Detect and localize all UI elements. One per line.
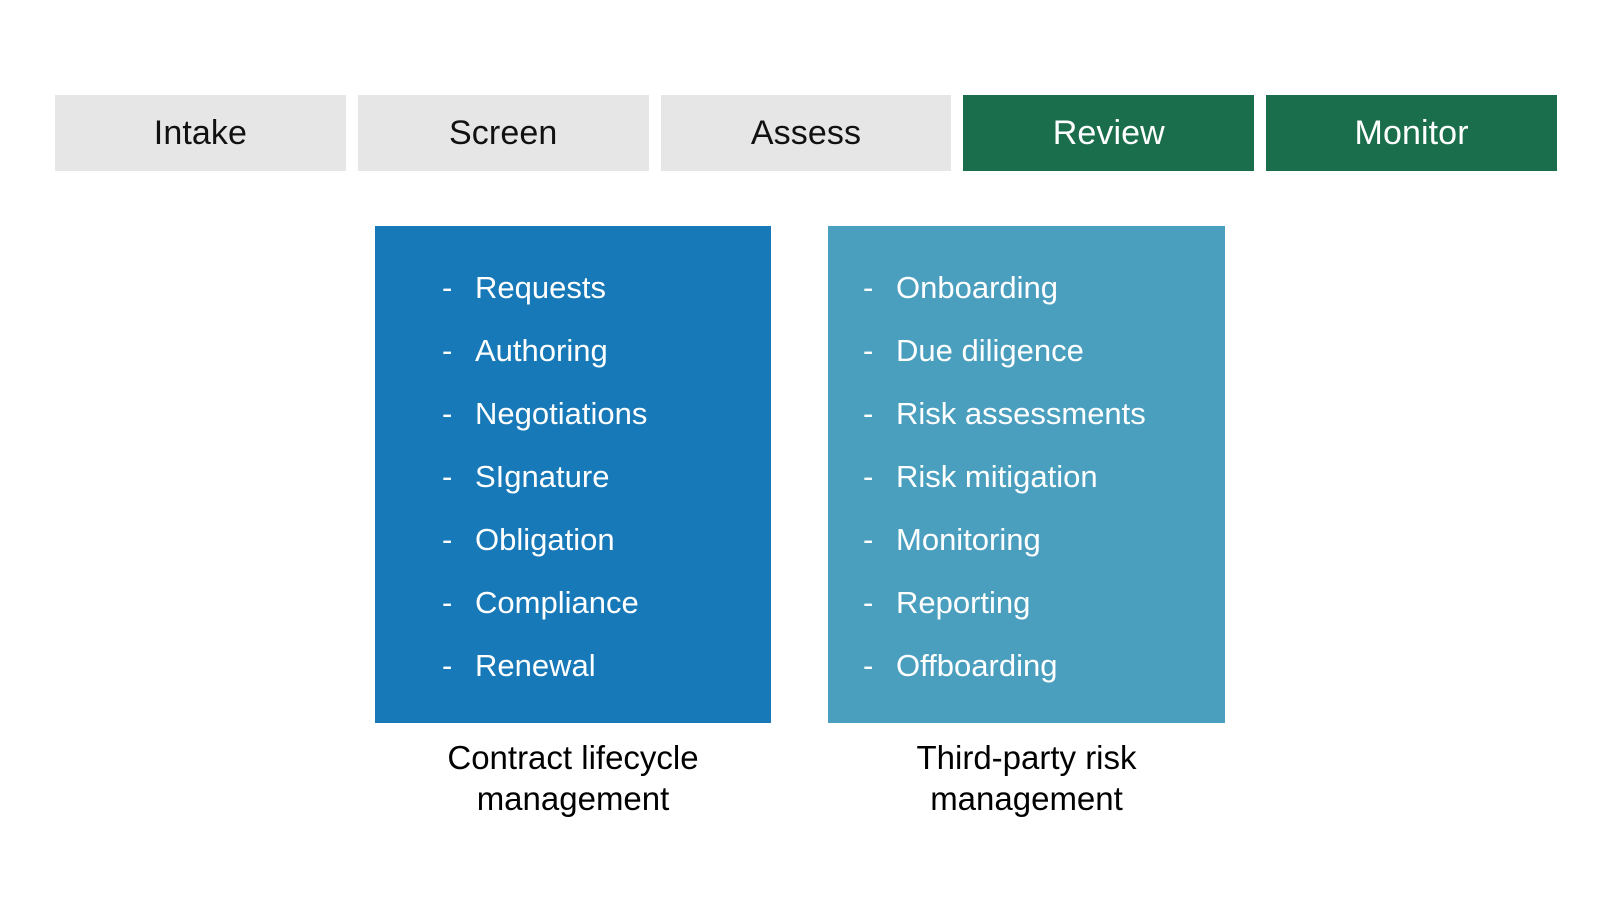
stage-tab-label: Assess: [750, 114, 862, 152]
dash-bullet-icon: -: [442, 333, 453, 368]
list-item-label: Risk mitigation: [896, 459, 1098, 494]
dash-bullet-icon: -: [442, 585, 453, 620]
caption-line-1: Third-party risk: [916, 739, 1137, 776]
dash-bullet-icon: -: [863, 333, 874, 368]
stage-tab-review[interactable]: Review: [963, 95, 1255, 171]
list-item-label: Risk assessments: [896, 396, 1146, 431]
list-item-label: Compliance: [475, 585, 639, 620]
process-stage-strip: Intake Screen Assess Review Monitor: [55, 95, 1557, 171]
dash-bullet-icon: -: [442, 522, 453, 557]
stage-tab-label: Review: [1052, 114, 1165, 152]
pillar-caption-third-party-risk-management: Third-party risk management: [828, 737, 1225, 819]
dash-bullet-icon: -: [442, 396, 453, 431]
list-item-label: Requests: [475, 270, 606, 305]
dash-bullet-icon: -: [863, 648, 874, 683]
stage-tab-assess[interactable]: Assess: [660, 95, 952, 171]
pillar-item-list: - Requests - Authoring - Negotiations - …: [375, 256, 771, 697]
dash-bullet-icon: -: [442, 648, 453, 683]
list-item[interactable]: - Compliance: [375, 571, 771, 634]
dash-bullet-icon: -: [863, 396, 874, 431]
dash-bullet-icon: -: [863, 459, 874, 494]
list-item-label: Renewal: [475, 648, 596, 683]
list-item-label: Reporting: [896, 585, 1031, 620]
list-item[interactable]: - Authoring: [375, 319, 771, 382]
stage-tab-label: Monitor: [1354, 114, 1469, 152]
stage-tab-monitor[interactable]: Monitor: [1266, 95, 1557, 171]
list-item-label: Onboarding: [896, 270, 1059, 305]
dash-bullet-icon: -: [442, 459, 453, 494]
caption-line-1: Contract lifecycle: [447, 739, 699, 776]
dash-bullet-icon: -: [863, 522, 874, 557]
dash-bullet-icon: -: [863, 585, 874, 620]
caption-line-2: management: [476, 780, 670, 817]
list-item[interactable]: - Due diligence: [828, 319, 1225, 382]
pillar-item-list: - Onboarding - Due diligence - Risk asse…: [828, 256, 1225, 697]
caption-line-2: management: [930, 780, 1123, 817]
pillar-caption-contract-lifecycle-management: Contract lifecycle management: [375, 737, 771, 819]
list-item-label: Monitoring: [896, 522, 1041, 557]
dash-bullet-icon: -: [442, 270, 453, 305]
list-item[interactable]: - Offboarding: [828, 634, 1225, 697]
list-item[interactable]: - SIgnature: [375, 445, 771, 508]
stage-tab-intake[interactable]: Intake: [55, 95, 346, 171]
stage-tab-label: Intake: [153, 114, 248, 152]
list-item[interactable]: - Reporting: [828, 571, 1225, 634]
list-item-label: Obligation: [475, 522, 615, 557]
stage-tab-label: Screen: [449, 114, 558, 152]
list-item[interactable]: - Risk assessments: [828, 382, 1225, 445]
dash-bullet-icon: -: [863, 270, 874, 305]
list-item[interactable]: - Renewal: [375, 634, 771, 697]
stage-tab-screen[interactable]: Screen: [357, 95, 649, 171]
list-item-label: Due diligence: [896, 333, 1084, 368]
list-item[interactable]: - Onboarding: [828, 256, 1225, 319]
list-item-label: Offboarding: [896, 648, 1058, 683]
list-item[interactable]: - Negotiations: [375, 382, 771, 445]
list-item[interactable]: - Requests: [375, 256, 771, 319]
pillar-third-party-risk-management: - Onboarding - Due diligence - Risk asse…: [828, 226, 1225, 723]
list-item[interactable]: - Monitoring: [828, 508, 1225, 571]
list-item-label: Authoring: [475, 333, 608, 368]
list-item[interactable]: - Risk mitigation: [828, 445, 1225, 508]
list-item[interactable]: - Obligation: [375, 508, 771, 571]
pillar-contract-lifecycle-management: - Requests - Authoring - Negotiations - …: [375, 226, 771, 723]
list-item-label: Negotiations: [475, 396, 648, 431]
list-item-label: SIgnature: [475, 459, 610, 494]
